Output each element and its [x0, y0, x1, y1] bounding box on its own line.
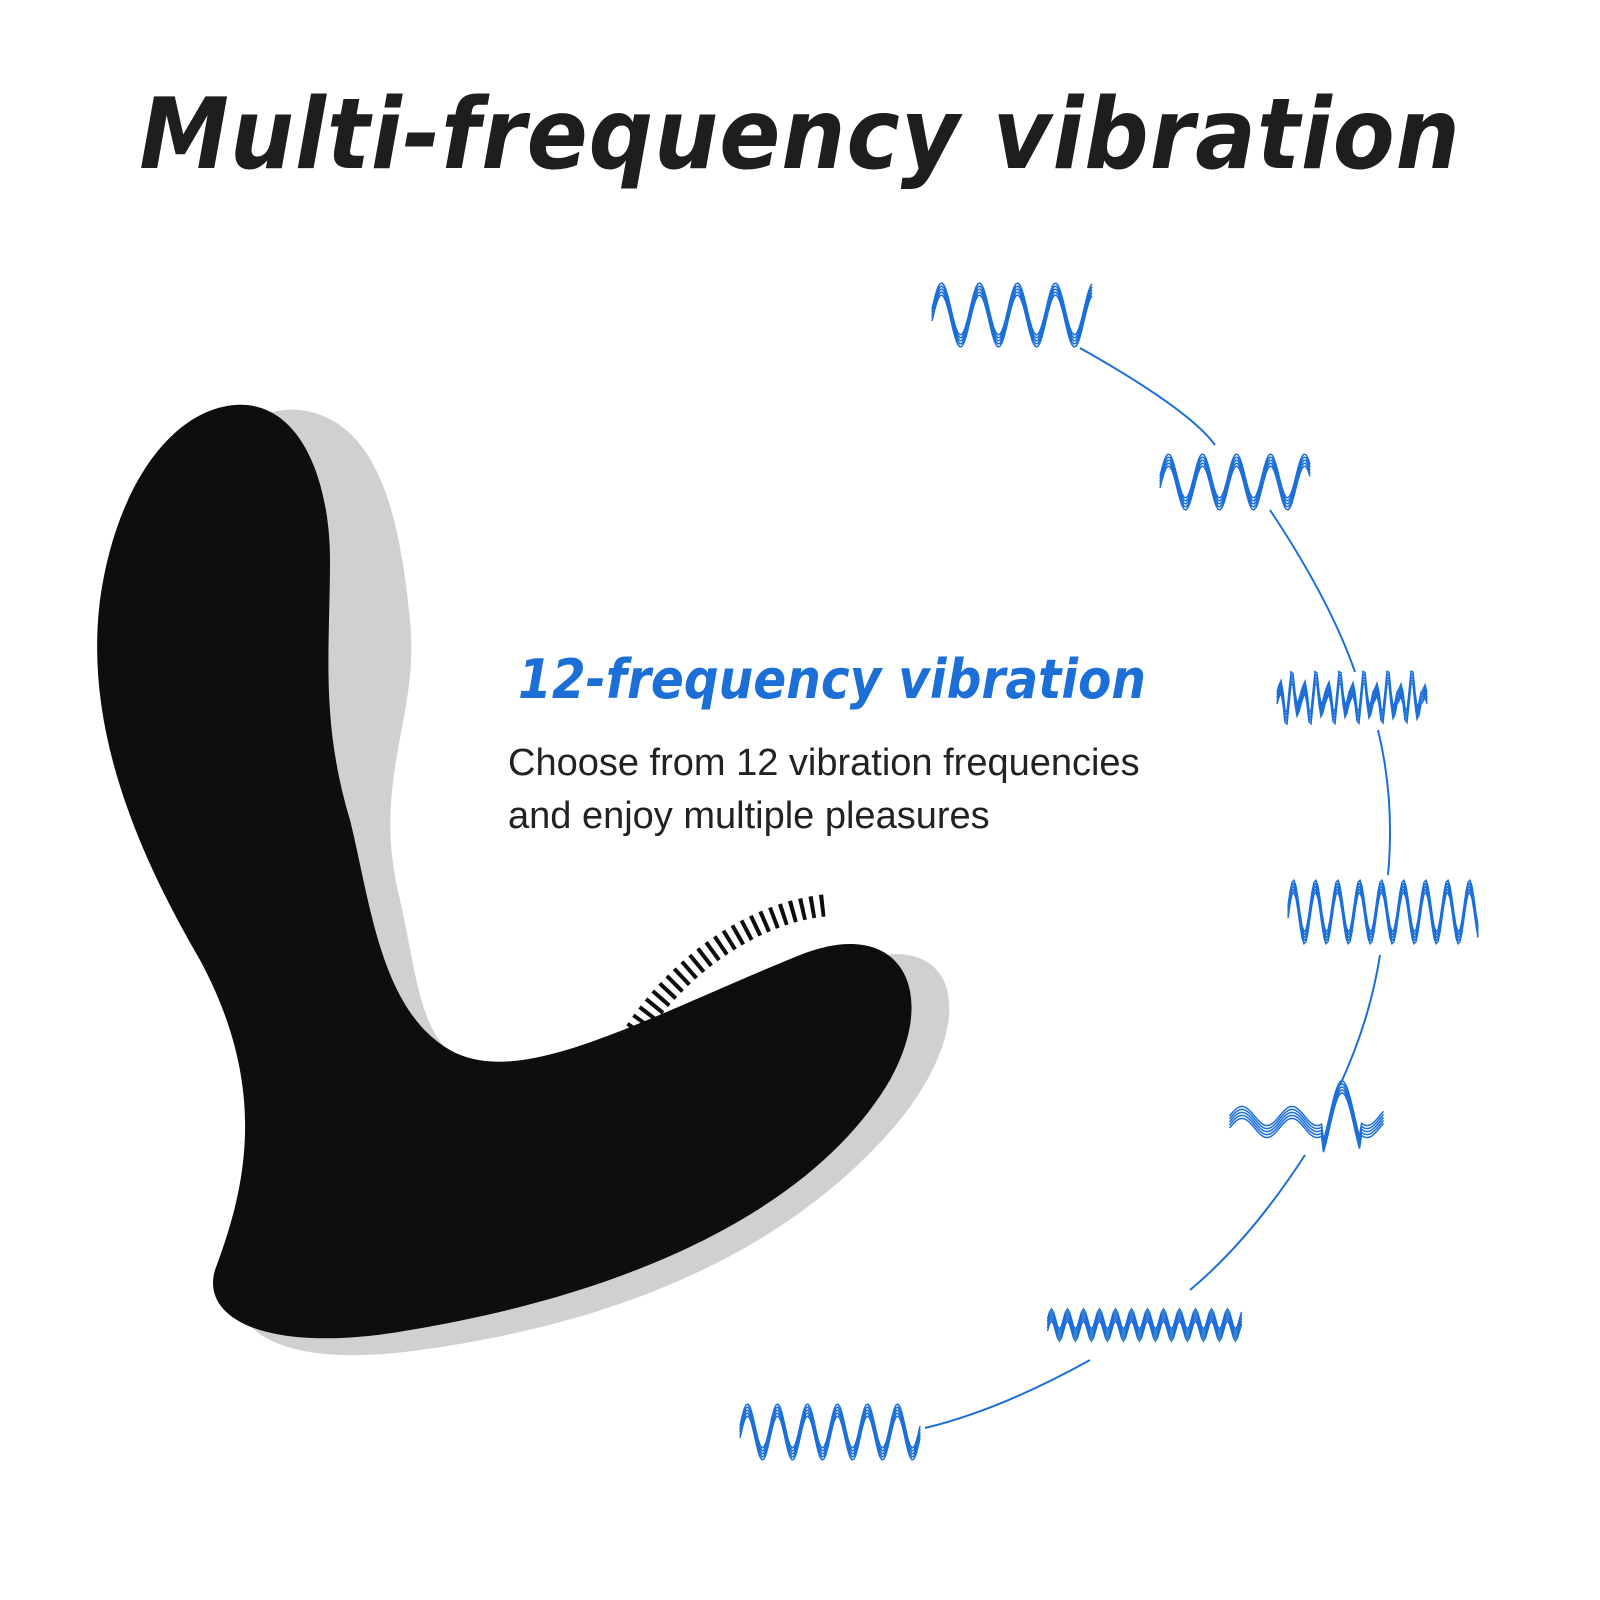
arc-connector-line [924, 347, 1392, 1429]
waveform-line [1046, 1316, 1243, 1340]
product-body [97, 404, 912, 1339]
waveform-line [1046, 1319, 1243, 1343]
waveform-line [931, 291, 1093, 345]
waveform-line [1046, 1307, 1243, 1331]
feature-description-line-2: and enjoy multiple pleasures [508, 795, 990, 837]
waveform-line [1287, 890, 1479, 946]
waveform-line [1159, 465, 1311, 511]
waveform-line [1228, 1092, 1385, 1153]
waveform-line [1276, 682, 1428, 726]
waveform-burst-icon [739, 1403, 921, 1461]
waveform-line [1046, 1310, 1243, 1334]
waveform-line [739, 1415, 921, 1461]
page-title: Multi-frequency vibration [139, 78, 1461, 192]
waveform-dense-icon [1046, 1307, 1243, 1343]
waveform-rising-icon [1228, 1080, 1385, 1153]
waveform-sharp-icon [931, 282, 1093, 348]
frequency-arc [739, 282, 1479, 1461]
feature-title: 12-frequency vibration [518, 648, 1147, 711]
waveform-regular-icon [1159, 453, 1311, 511]
waveform-line [1046, 1313, 1243, 1337]
feature-description-line-1: Choose from 12 vibration frequencies [508, 742, 1140, 784]
waveform-line [1159, 459, 1311, 505]
waveform-line [1159, 456, 1311, 502]
waveform-line [1159, 462, 1311, 508]
waveform-pulse-icon [1287, 878, 1479, 946]
waveform-line [1159, 453, 1311, 499]
waveform-line [931, 294, 1093, 348]
waveform-noise-icon [1276, 670, 1428, 726]
